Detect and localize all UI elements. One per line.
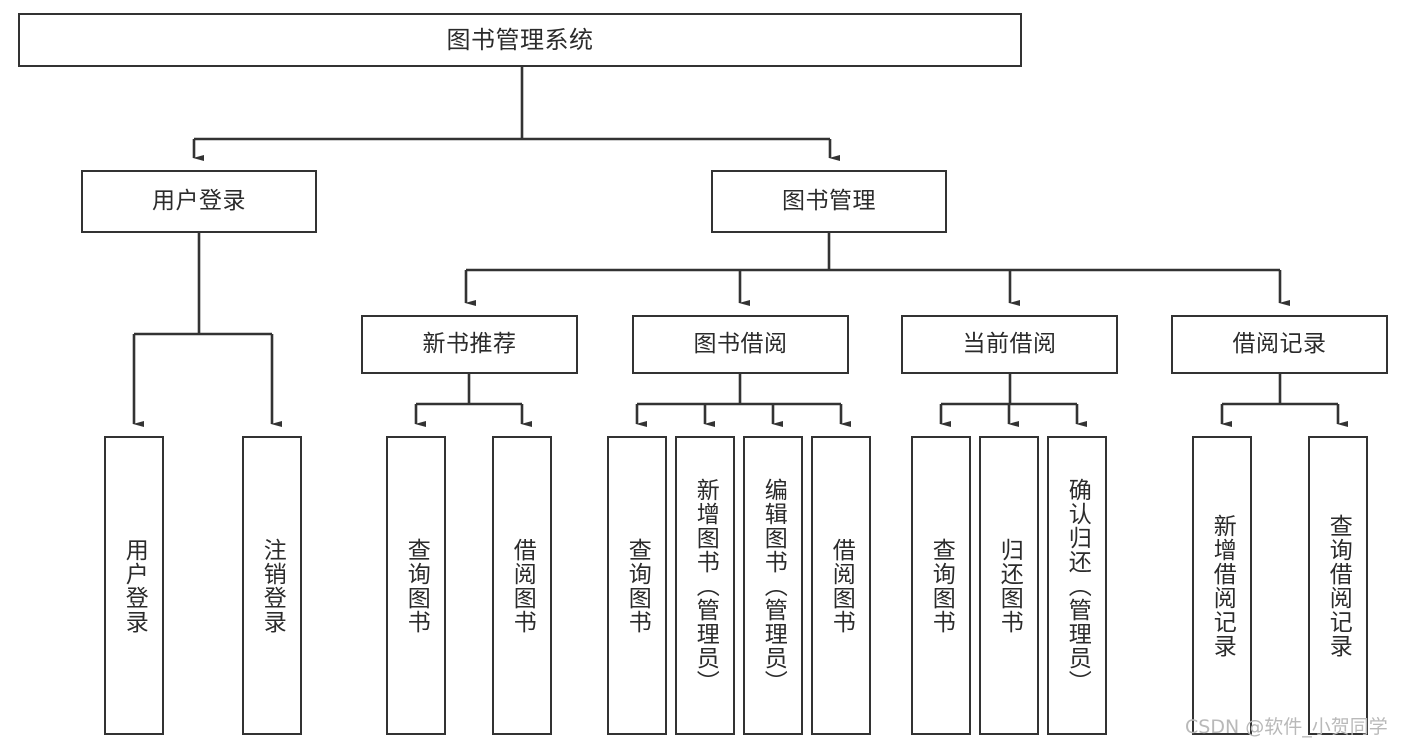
node-label: 图书管理系统 xyxy=(446,25,594,54)
node-label: 用户登录 xyxy=(152,187,246,214)
node-book-management[interactable]: 图书管理 xyxy=(711,170,947,233)
leaf-borrow-add-book-admin[interactable]: 新增图书（管理员） xyxy=(675,436,735,735)
node-label: 查询图书 xyxy=(403,537,430,634)
node-label: 查询图书 xyxy=(624,537,651,634)
watermark: CSDN @软件_小贺同学 xyxy=(1185,716,1388,738)
node-label: 当前借阅 xyxy=(962,330,1057,357)
node-label: 归还图书 xyxy=(996,537,1023,634)
leaf-record-add-record[interactable]: 新增借阅记录 xyxy=(1192,436,1252,735)
leaf-current-return-book[interactable]: 归还图书 xyxy=(979,436,1039,735)
node-label: 查询借阅记录 xyxy=(1325,513,1352,658)
node-label: 注销登录 xyxy=(259,537,286,634)
node-label: 借阅图书 xyxy=(828,537,855,634)
leaf-user-logout[interactable]: 注销登录 xyxy=(242,436,302,735)
leaf-recommend-query-book[interactable]: 查询图书 xyxy=(386,436,446,735)
leaf-current-query-book[interactable]: 查询图书 xyxy=(911,436,971,735)
node-label: 用户登录 xyxy=(121,537,148,634)
leaf-recommend-borrow-book[interactable]: 借阅图书 xyxy=(492,436,552,735)
leaf-current-confirm-return-admin[interactable]: 确认归还（管理员） xyxy=(1047,436,1107,735)
leaf-borrow-edit-book-admin[interactable]: 编辑图书（管理员） xyxy=(743,436,803,735)
leaf-borrow-borrow-book[interactable]: 借阅图书 xyxy=(811,436,871,735)
node-label: 查询图书 xyxy=(928,537,955,634)
node-label: 图书借阅 xyxy=(693,330,788,357)
leaf-borrow-query-book[interactable]: 查询图书 xyxy=(607,436,667,735)
node-label: 编辑图书（管理员） xyxy=(760,477,787,694)
leaf-record-query-record[interactable]: 查询借阅记录 xyxy=(1308,436,1368,735)
node-label: 借阅记录 xyxy=(1232,330,1327,357)
node-root-library-management-system[interactable]: 图书管理系统 xyxy=(18,13,1022,67)
node-new-book-recommend[interactable]: 新书推荐 xyxy=(361,315,578,374)
node-label: 图书管理 xyxy=(782,187,876,214)
node-book-borrow[interactable]: 图书借阅 xyxy=(632,315,849,374)
node-label: 借阅图书 xyxy=(509,537,536,634)
node-user-login[interactable]: 用户登录 xyxy=(81,170,317,233)
leaf-user-login[interactable]: 用户登录 xyxy=(104,436,164,735)
node-borrow-record[interactable]: 借阅记录 xyxy=(1171,315,1388,374)
node-label: 新书推荐 xyxy=(422,330,517,357)
node-label: 新增借阅记录 xyxy=(1209,513,1236,658)
node-label: 新增图书（管理员） xyxy=(692,477,719,694)
node-current-borrow[interactable]: 当前借阅 xyxy=(901,315,1118,374)
node-label: 确认归还（管理员） xyxy=(1064,477,1091,694)
